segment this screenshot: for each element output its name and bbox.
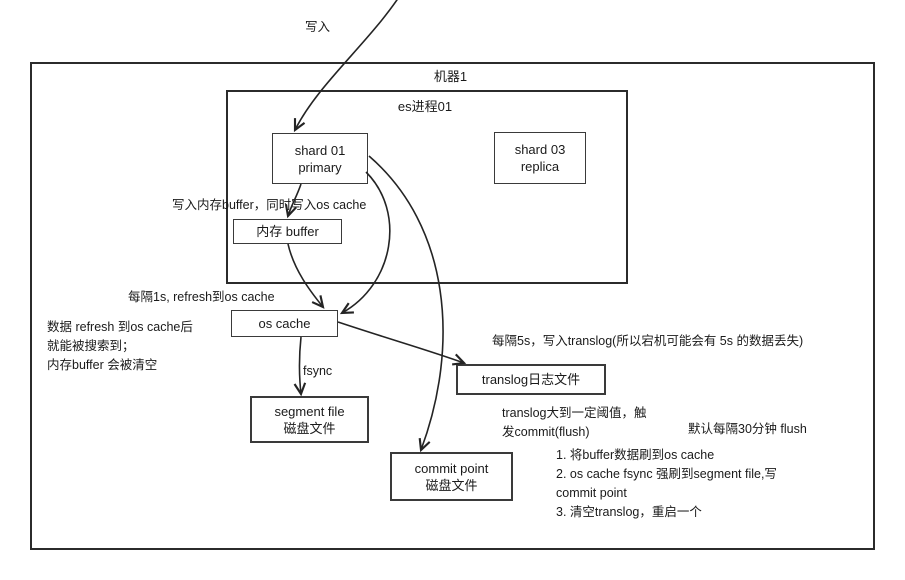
shard03-replica-box: shard 03 replica (494, 132, 586, 184)
segment-file-box: segment file 磁盘文件 (250, 396, 369, 443)
es-process-frame (226, 90, 628, 284)
write-buffer-note: 写入内存buffer，同时写入os cache (172, 198, 367, 212)
commit-point-box: commit point 磁盘文件 (390, 452, 513, 501)
es-process-label: es进程01 (397, 99, 453, 114)
commit-trigger-note: translog大到一定阈值，触 发commit(flush) (502, 406, 647, 439)
translog-interval-note: 每隔5s，写入translog(所以宕机可能会有 5s 的数据丢失) (492, 334, 804, 348)
search-visibility-note: 数据 refresh 到os cache后 就能被搜索到； 内存buffer 会… (47, 320, 193, 372)
flush-default-note: 默认每隔30分钟 flush (688, 422, 807, 436)
machine-frame (30, 62, 875, 550)
os-cache-box: os cache (231, 310, 338, 337)
shard01-primary-box: shard 01 primary (272, 133, 368, 184)
machine-label: 机器1 (433, 69, 468, 84)
refresh-note: 每隔1s, refresh到os cache (128, 290, 275, 304)
translog-file-box: translog日志文件 (456, 364, 606, 395)
commit-steps-note: 1. 将buffer数据刷到os cache 2. os cache fsync… (556, 448, 777, 519)
fsync-label: fsync (303, 364, 333, 378)
write-label: 写入 (305, 20, 331, 34)
memory-buffer-box: 内存 buffer (233, 219, 342, 244)
